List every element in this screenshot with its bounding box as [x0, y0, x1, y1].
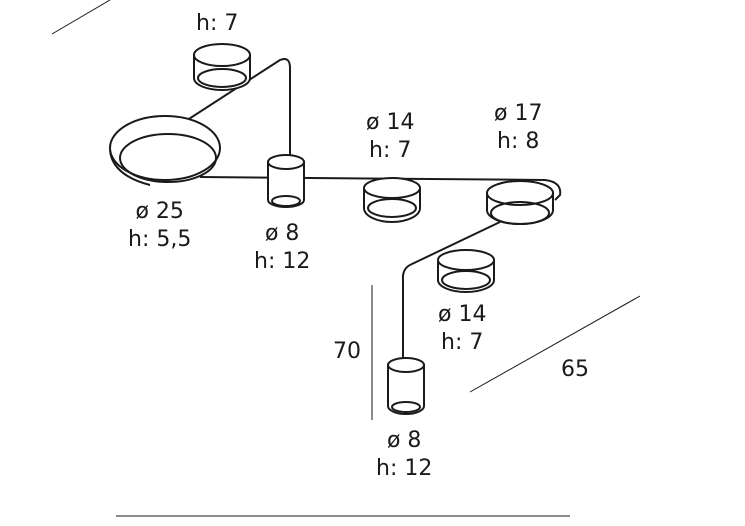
depth-dimension-label: 65 [561, 357, 589, 382]
right-ring-lamp [486, 180, 554, 225]
center-ring-label: ø 14 h: 7 [366, 110, 415, 163]
upper-arm [174, 58, 291, 160]
upper-tube-lamp [267, 154, 305, 208]
center-ring-lamp [363, 177, 421, 223]
big-ring-lamp [109, 115, 221, 186]
lower-ring-label: ø 14 h: 7 [438, 302, 487, 355]
top-small-lamp [193, 43, 251, 91]
ceiling-edge-line [51, 0, 111, 35]
big-ring-label: ø 25 h: 5,5 [128, 199, 192, 252]
depth-dimension-line [469, 295, 641, 393]
lower-arm [401, 221, 501, 360]
right-ring-label: ø 17 h: 8 [494, 101, 543, 154]
upper-tube-label: ø 8 h: 12 [254, 221, 311, 274]
height-dimension-label: 70 [333, 339, 361, 364]
top-small-label: h: 7 [196, 11, 239, 36]
lower-tube-lamp [387, 357, 425, 415]
main-rail [199, 176, 562, 201]
lower-ring-lamp [437, 249, 495, 293]
lower-tube-label: ø 8 h: 12 [376, 428, 433, 481]
